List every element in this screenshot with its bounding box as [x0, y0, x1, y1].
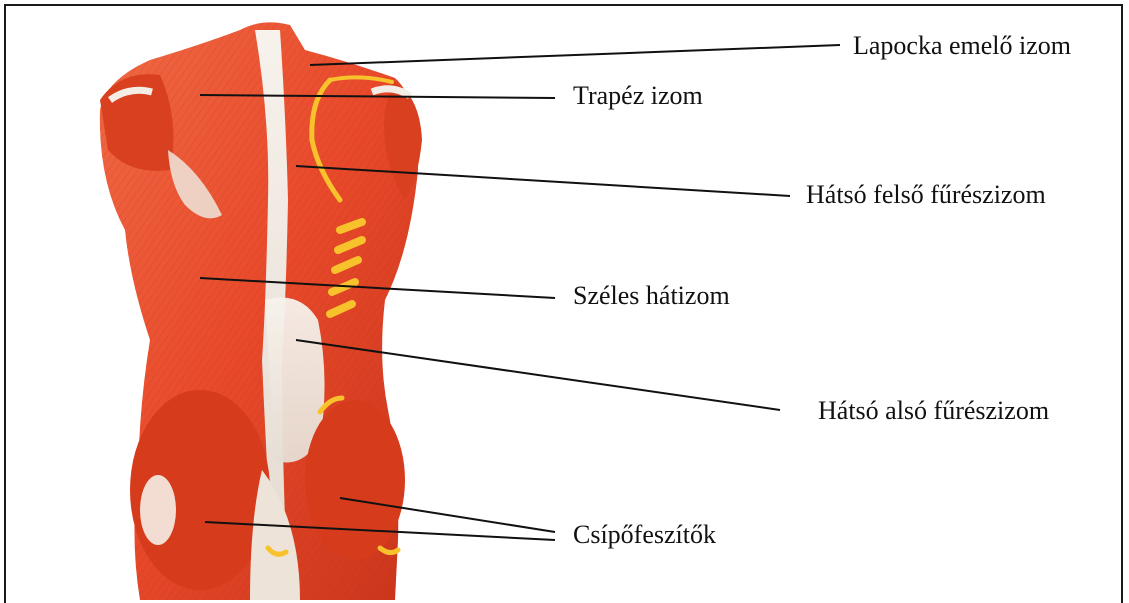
label-trapez: Trapéz izom — [573, 83, 703, 109]
label-hatso-felso: Hátsó felső fűrészizom — [806, 182, 1046, 208]
label-lapocka-emelo: Lapocka emelő izom — [853, 33, 1071, 59]
label-csipofeszitok: Csípőfeszítők — [573, 522, 716, 548]
leader-line-lapocka — [310, 45, 840, 65]
label-hatso-also: Hátsó alsó fűrészizom — [818, 398, 1049, 424]
label-szeles-hatizom: Széles hátizom — [573, 283, 730, 309]
